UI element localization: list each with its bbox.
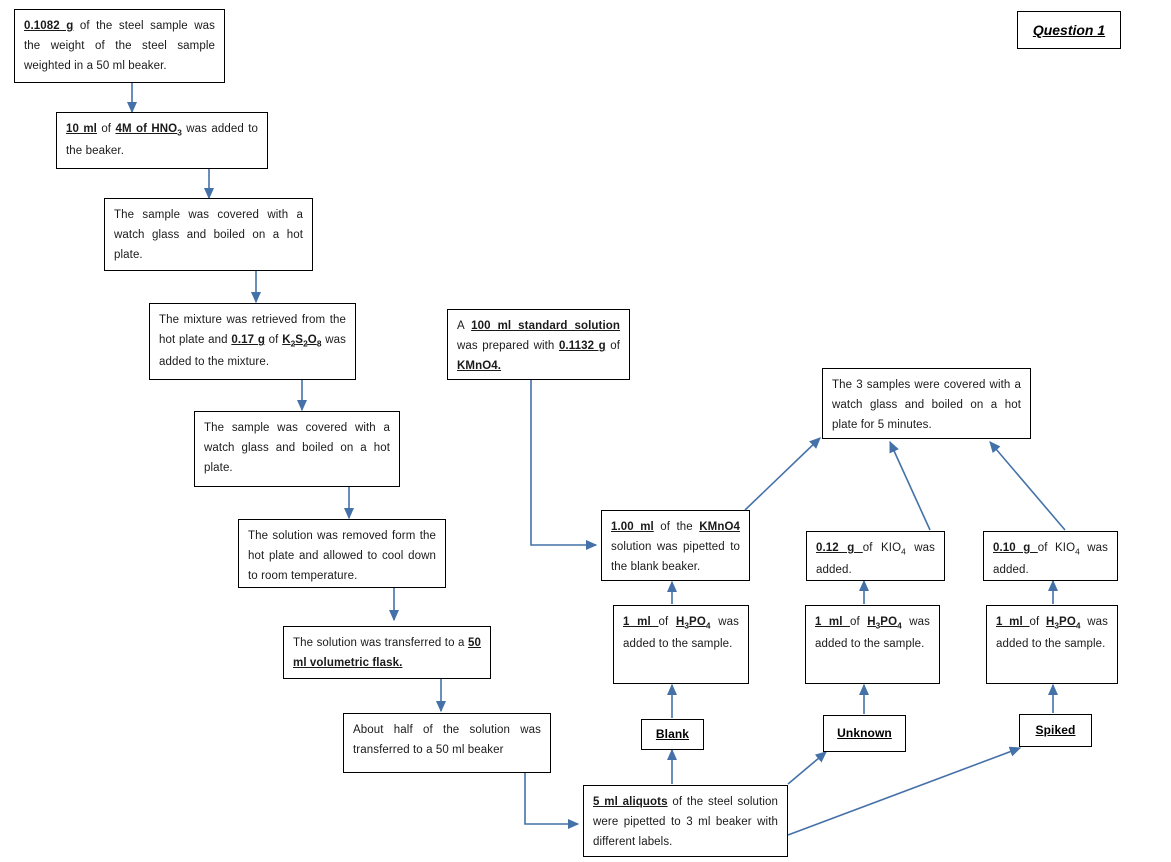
weigh-sample-step: 0.1082 g of the steel sample was the wei… xyxy=(14,9,225,83)
edge-aliquots-to-spiked xyxy=(787,746,1022,836)
add-persulfate-text: The mixture was retrieved from the hot p… xyxy=(159,314,346,368)
pipette-kmno4-text: 1.00 ml of the KMnO4 solution was pipett… xyxy=(611,521,740,574)
standard-solution-text: A 100 ml standard solution was prepared … xyxy=(457,320,620,373)
page-title: Question 1 xyxy=(1032,22,1106,38)
question-title-box: Question 1 xyxy=(1017,11,1121,49)
kmno4-standard-solution-step: A 100 ml standard solution was prepared … xyxy=(447,309,630,380)
add-h3po4-unknown-step: 1 ml of H3PO4 was added to the sample. xyxy=(805,605,940,684)
half-solution-text: About half of the solution was transferr… xyxy=(353,724,541,757)
blank-label-box: Blank xyxy=(641,719,704,750)
spiked-label-box: Spiked xyxy=(1019,714,1092,747)
add-h3po4-spiked-step: 1 ml of H3PO4 was added to the sample. xyxy=(986,605,1118,684)
pipette-kmno4-to-blank-step: 1.00 ml of the KMnO4 solution was pipett… xyxy=(601,510,750,581)
boil-three-samples-step: The 3 samples were covered with a watch … xyxy=(822,368,1031,439)
unknown-label-text: Unknown xyxy=(837,726,892,740)
aliquots-text: 5 ml aliquots of the steel solution were… xyxy=(593,796,778,849)
transfer-half-solution-step: About half of the solution was transferr… xyxy=(343,713,551,773)
add-hno3-step: 10 ml of 4M of HNO3 was added to the bea… xyxy=(56,112,268,169)
add-hno3-text: 10 ml of 4M of HNO3 was added to the bea… xyxy=(66,123,258,157)
edge-aliquots-to-unknown xyxy=(787,751,827,785)
add-kio4-unknown-step: 0.12 g of KIO4 was added. xyxy=(806,531,945,581)
boil-3-samples-text: The 3 samples were covered with a watch … xyxy=(832,379,1021,432)
cool-down-text: The solution was removed form the hot pl… xyxy=(248,530,436,583)
transfer-flask-text: The solution was transferred to a 50 ml … xyxy=(293,637,481,670)
add-h3po4-blank-step: 1 ml of H3PO4 was added to the sample. xyxy=(613,605,749,684)
cover-boil-1-text: The sample was covered with a watch glas… xyxy=(114,209,303,262)
cover-and-boil-step-1: The sample was covered with a watch glas… xyxy=(104,198,313,271)
h3po4-spiked-text: 1 ml of H3PO4 was added to the sample. xyxy=(996,616,1108,650)
h3po4-unknown-text: 1 ml of H3PO4 was added to the sample. xyxy=(815,616,930,650)
cool-down-step: The solution was removed form the hot pl… xyxy=(238,519,446,588)
cover-and-boil-step-2: The sample was covered with a watch glas… xyxy=(194,411,400,487)
add-kio4-spiked-step: 0.10 g of KIO4 was added. xyxy=(983,531,1118,581)
transfer-to-volumetric-flask-step: The solution was transferred to a 50 ml … xyxy=(283,626,491,679)
add-persulfate-step: The mixture was retrieved from the hot p… xyxy=(149,303,356,380)
edge-standard-to-pipette xyxy=(530,380,598,551)
edge-half-to-aliquots xyxy=(524,773,580,830)
edge-kio4spiked-to-boil3 xyxy=(989,441,1066,531)
kio4-spiked-text: 0.10 g of KIO4 was added. xyxy=(993,542,1109,576)
blank-label-text: Blank xyxy=(655,727,690,741)
unknown-label-box: Unknown xyxy=(823,715,906,752)
h3po4-blank-text: 1 ml of H3PO4 was added to the sample. xyxy=(623,616,739,650)
edge-kio4unknown-to-boil3 xyxy=(889,440,931,531)
kio4-unknown-text: 0.12 g of KIO4 was added. xyxy=(816,542,936,576)
cover-boil-2-text: The sample was covered with a watch glas… xyxy=(204,422,390,475)
spiked-label-text: Spiked xyxy=(1035,723,1076,737)
edge-pipette-to-boil3 xyxy=(744,437,821,511)
aliquots-step: 5 ml aliquots of the steel solution were… xyxy=(583,785,788,857)
weigh-sample-text: 0.1082 g of the steel sample was the wei… xyxy=(24,20,215,73)
